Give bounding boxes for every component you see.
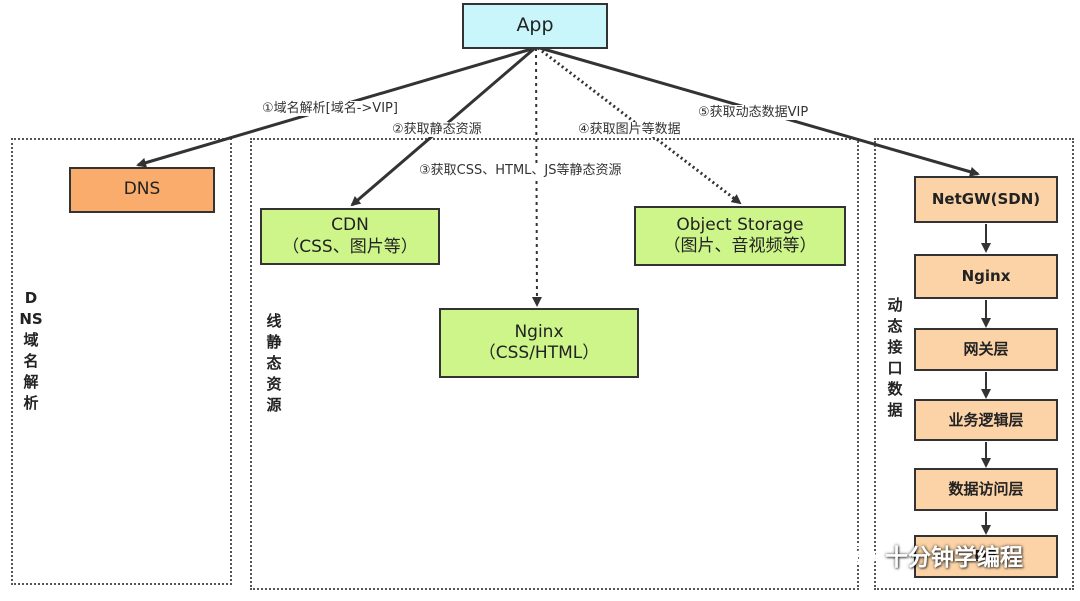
cdn-subtitle: （CSS、图片等） [282,236,418,257]
nginx-static-node: Nginx （CSS/HTML） [439,308,639,378]
cdn-title: CDN [331,215,369,236]
dns-group-label: DNS域名解析 [19,289,43,412]
object-storage-subtitle: （图片、音视频等） [663,236,817,256]
nginx-static-subtitle: （CSS/HTML） [478,343,600,363]
dns-group [11,138,232,585]
object-storage-node: Object Storage （图片、音视频等） [634,206,846,266]
edge-label-dns-resolve: ①域名解析[域名->VIP] [261,101,399,116]
dynamic-group-label: 动态接口数据 [887,296,903,419]
gateway-layer-node: 网关层 [914,328,1058,371]
dns-node: DNS [69,167,215,213]
nginx-static-title: Nginx [514,321,564,342]
app-node: App [462,3,608,49]
data-access-layer-node: 数据访问层 [914,468,1058,511]
static-group-label: 线静态资源 [266,312,282,414]
edge-label-dynamic-vip: ⑤获取动态数据VIP [697,105,810,120]
object-storage-title: Object Storage [676,214,804,235]
static-resource-group [250,138,859,590]
wechat-icon [844,544,876,566]
edge-label-static-resources: ②获取静态资源 [391,122,483,137]
cdn-node: CDN （CSS、图片等） [260,208,440,265]
nginx-dynamic-node: Nginx [914,254,1058,299]
dynamic-api-group [874,138,1074,590]
watermark-text: 十分钟学编程 [885,545,1023,571]
watermark: 十分钟学编程 [843,538,1023,572]
db-node: DB [914,535,1058,578]
netgw-node: NetGW(SDN) [914,176,1058,223]
edge-label-css-html-js: ③获取CSS、HTML、JS等静态资源 [418,163,623,178]
business-layer-node: 业务逻辑层 [914,399,1058,441]
edge-label-images-data: ④获取图片等数据 [577,122,682,137]
